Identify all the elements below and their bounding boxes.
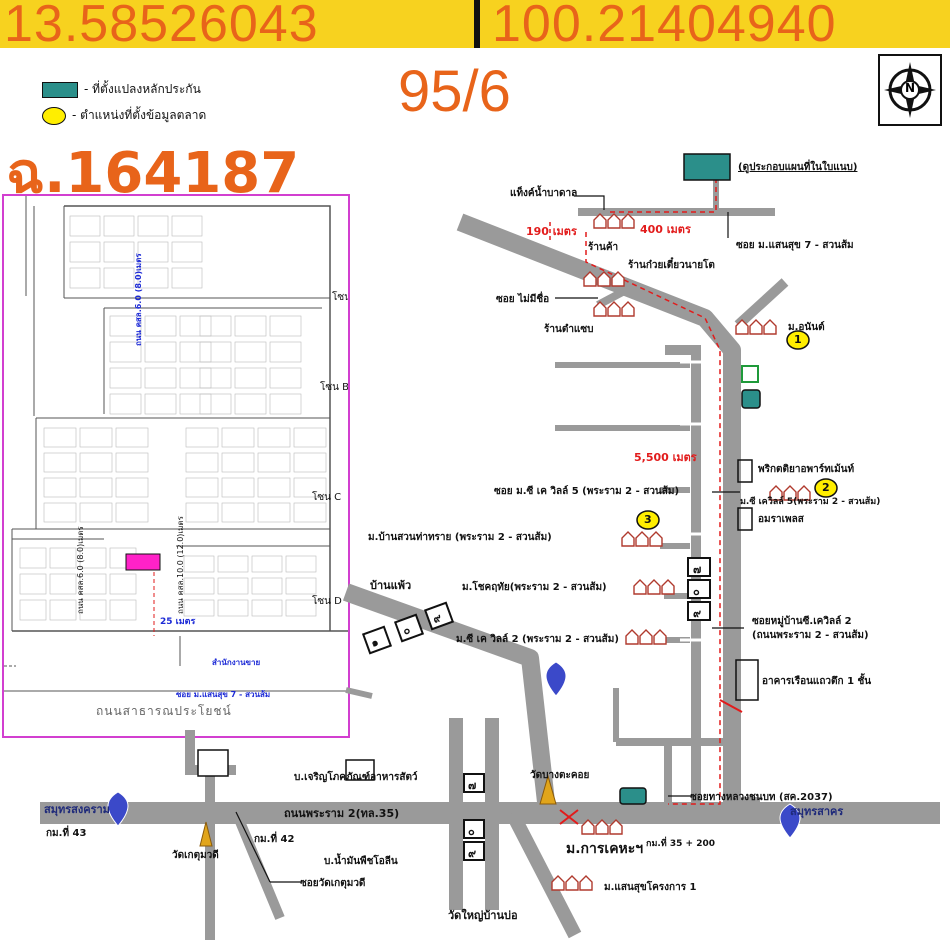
collateral-lot-marker <box>125 553 161 571</box>
legend-collateral-label: - ที่ตั้งแปลงหลักประกัน <box>84 82 201 96</box>
soi-cvillage2-label: ซอยหมู่บ้านซี.เควิลล์ 2 <box>752 616 852 627</box>
zone-d-label: โซน D <box>312 596 342 607</box>
legend-market-label: - ตำแหน่งที่ตั้งข้อมูลตลาด <box>72 108 207 122</box>
ban-phaeo-label: บ้านแพ้ว <box>370 579 412 592</box>
soi-cvillage2-sub-label: (ถนนพระราม 2 - สวนส้ม) <box>752 630 869 641</box>
soi-wat-ket-label: ซอยวัดเกตุมวดี <box>300 878 366 889</box>
m-karnkeha-label: ม.การเคหะฯ <box>566 841 644 857</box>
coordinate-separator <box>474 0 480 48</box>
distance-5500m-label: 5,500 เมตร <box>634 451 697 464</box>
enlarge-note-label: (ดูประกอบแผนที่ในใบแนบ) <box>738 162 858 173</box>
road-plate-1: ๑ <box>369 635 381 650</box>
sales-office-label: สำนักงานขาย <box>212 658 261 667</box>
road-12m-label: ถนน คสล.10.0 (12.0)เมตร <box>176 516 185 614</box>
market-dot-icon <box>42 106 66 125</box>
rama2-road-label: ถนนพระราม 2(ทล.35) <box>284 807 400 820</box>
road-plate-9: ๙ <box>468 847 477 860</box>
soi-unnamed-label: ซอย ไม่มีชื่อ <box>496 294 550 305</box>
road-plate-2: ๐ <box>401 623 412 638</box>
ban-suan-tha-sai-label: ม.บ้านสวนท่าทราย (พระราม 2 - สวนส้ม) <box>368 532 552 543</box>
longitude-text: 100.21404940 <box>492 0 837 53</box>
subdivision-plan-drawing <box>4 196 348 692</box>
house-number: 95/6 <box>398 59 511 124</box>
soi-saensuk-label: ซอย ม.แสนสุข 7 - สวนส้ม <box>736 240 854 251</box>
market-2-number: 2 <box>822 481 830 494</box>
compass-rose-icon <box>884 62 936 118</box>
amara-place-label: อมราเพลส <box>758 514 804 525</box>
water-tower-label: แท็งค์น้ำบาดาล <box>510 188 578 199</box>
wat-bang-takhoi-label: วัดบางตะคอย <box>530 770 590 781</box>
chokchai-label: ม.โชคฤทัย(พระราม 2 - สวนส้ม) <box>462 582 607 593</box>
collateral-swatch-icon <box>42 81 78 98</box>
distance-190m-label: 190 เมตร <box>526 225 577 238</box>
subdivision-plan-inset: โซน A โซน B โซน C โซน D ถนน คสล.6.0 (8.0… <box>2 194 350 738</box>
latitude-text: 13.58526043 <box>4 0 319 53</box>
road-plate-7: ๗ <box>468 779 477 792</box>
market-1-number: 1 <box>794 333 802 346</box>
cheers-oil-label: บ.น้ำมันพืชโอลีน <box>324 856 398 867</box>
legend-market: - ตำแหน่งที่ตั้งข้อมูลตลาด <box>42 106 206 125</box>
saensuk-project-label: ม.แสนสุขโครงการ 1 <box>604 882 697 893</box>
legend-collateral: - ที่ตั้งแปลงหลักประกัน <box>42 80 201 99</box>
shop-label: ร้านค้า <box>588 242 619 253</box>
prik-apartment-label: พริกตติยาอพาร์ทเม้นท์ <box>758 464 855 475</box>
road-plate-3: ๙ <box>431 610 444 626</box>
cvillage5-label: ม.ซี เควิลล์ 5(พระราม 2 - สวนส้ม) <box>740 497 881 507</box>
wat-yai-ban-bo-label: วัดใหญ่บ้านบ่อ <box>448 909 518 922</box>
zone-a-label: โซน A <box>332 292 350 303</box>
main-road-label: ถนน คสล.6.0 (8.0)เมตร <box>134 253 143 346</box>
distance-400m-label: 400 เมตร <box>640 223 691 236</box>
samut-sakhon-label: สมุทรสาคร <box>790 805 844 818</box>
road-plate-4: ๗ <box>693 563 702 576</box>
charoen-pokphand-label: บ.เจริญโภคภัณฑ์อาหารสัตว์ <box>294 772 418 783</box>
road-plate-8: ๐ <box>468 825 475 838</box>
som-tam-shop-label: ร้านตำแซบ <box>544 324 594 335</box>
soi-highway-2037-label: ซอยทางหลวงชนบท (สค.2037) <box>690 792 833 803</box>
road-plate-5: ๐ <box>693 585 700 598</box>
public-road-label: ถนนสาธารณประโยชน์ <box>96 704 232 718</box>
lower-road-label: ถนน คสล.6.0 (8.0)เมตร <box>76 526 85 614</box>
row-house-label: อาคารเรือนแถวตึก 1 ชั้น <box>762 676 872 687</box>
road-plate-6: ๙ <box>693 607 702 620</box>
market-3-number: 3 <box>644 513 652 526</box>
samut-songkhram-label: สมุทรสงคราม <box>44 803 110 816</box>
compass-north-letter: N <box>905 81 916 95</box>
km43-label: กม.ที่ 43 <box>46 828 87 839</box>
zone-c-label: โซน C <box>312 492 342 503</box>
soi-cvillage5-label: ซอย ม.ซี เค วิลล์ 5 (พระราม 2 - สวนส้ม) <box>494 486 680 497</box>
north-compass: N <box>878 54 942 126</box>
m-anan-label: ม.อนันต์ <box>788 322 825 333</box>
inset-soi-label: ซอย ม.แสนสุข 7 - สวนส้ม <box>176 690 271 699</box>
wat-ket-mutee-label: วัดเกตุมวดี <box>172 850 219 861</box>
noodle-shop-label: ร้านก๋วยเตี๋ยวนายโต <box>628 260 715 271</box>
cvillage2-label: ม.ซี เค วิลล์ 2 (พระราม 2 - สวนส้ม) <box>456 634 619 645</box>
distance-25m-label: 25 เมตร <box>160 617 196 627</box>
km35-label: กม.ที่ 35 + 200 <box>646 839 715 849</box>
zone-b-label: โซน B <box>320 382 350 393</box>
km42-label: กม.ที่ 42 <box>254 834 295 845</box>
lot-grid <box>19 215 327 621</box>
